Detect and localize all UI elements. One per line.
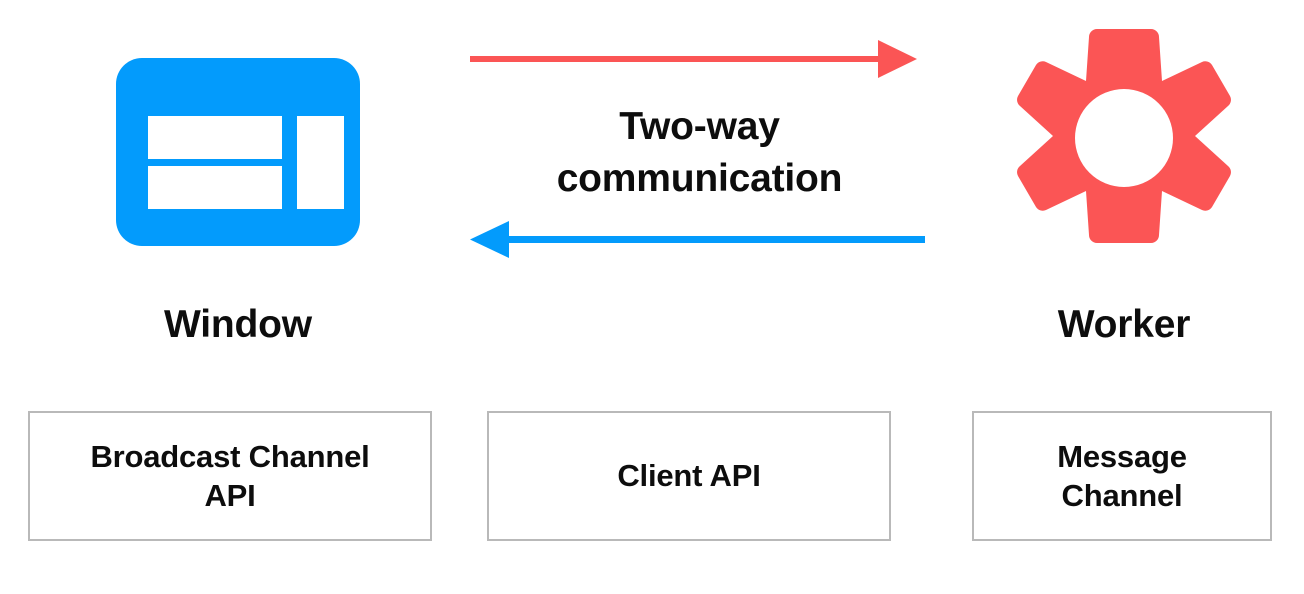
arrow-worker-to-window	[470, 221, 925, 258]
api-box-broadcast-channel-api: Broadcast Channel API	[28, 411, 432, 541]
center-caption: Two-way communication	[556, 105, 843, 200]
api-box-message-channel: Message Channel	[972, 411, 1272, 541]
arrow-window-to-worker	[470, 40, 917, 78]
browser-window-icon	[116, 58, 360, 246]
window-node-label: Window	[164, 303, 312, 346]
api-box-label: Client API	[617, 458, 761, 494]
api-box-client-api: Client API	[487, 411, 891, 541]
gear-icon	[1013, 26, 1235, 250]
worker-node-label: Worker	[1057, 303, 1191, 346]
api-box-label: Message Channel	[1057, 438, 1187, 513]
api-box-label: Broadcast Channel API	[90, 438, 370, 513]
